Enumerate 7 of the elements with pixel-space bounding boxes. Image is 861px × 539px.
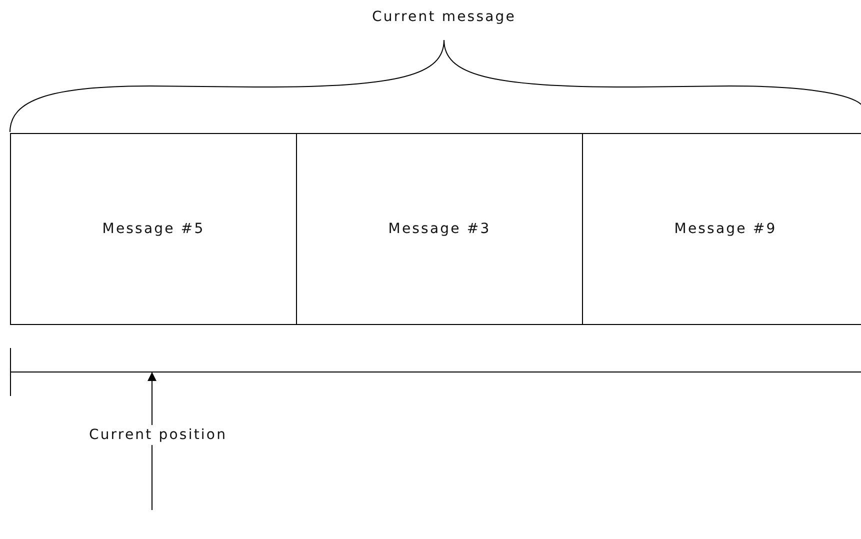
box-label: Message #9 bbox=[674, 221, 777, 237]
message-box bbox=[296, 133, 583, 325]
message-box bbox=[582, 133, 861, 325]
brace-label: Current message bbox=[371, 8, 517, 27]
message-box bbox=[10, 133, 297, 325]
box-label: Message #5 bbox=[102, 221, 205, 237]
box-label: Message #3 bbox=[388, 221, 491, 237]
